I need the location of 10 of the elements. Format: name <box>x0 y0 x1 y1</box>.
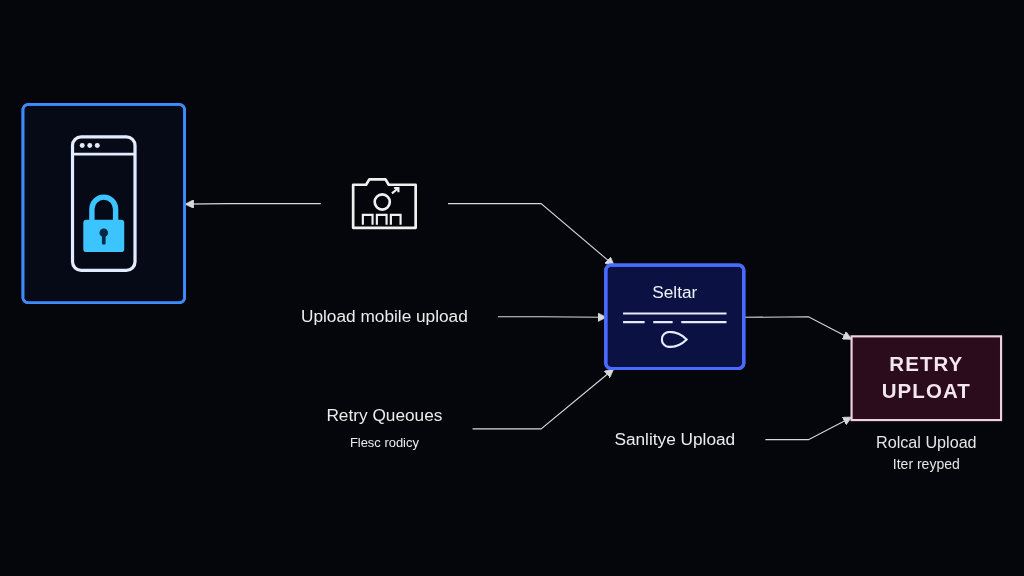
arrow <box>184 199 322 209</box>
node-box: RETRY UPLOAT <box>850 335 1003 422</box>
node-text: Sanlitye Upload <box>614 429 736 449</box>
arrow <box>764 416 852 441</box>
arrow <box>472 368 615 430</box>
node-text: Retry Queoues Flesc rodicy <box>326 406 443 451</box>
node-caption: Rolcal Upload <box>876 433 977 452</box>
node-text: Upload mobile upload <box>300 307 468 326</box>
node-caption: Iter reyped <box>892 455 960 472</box>
arrow <box>447 203 615 266</box>
